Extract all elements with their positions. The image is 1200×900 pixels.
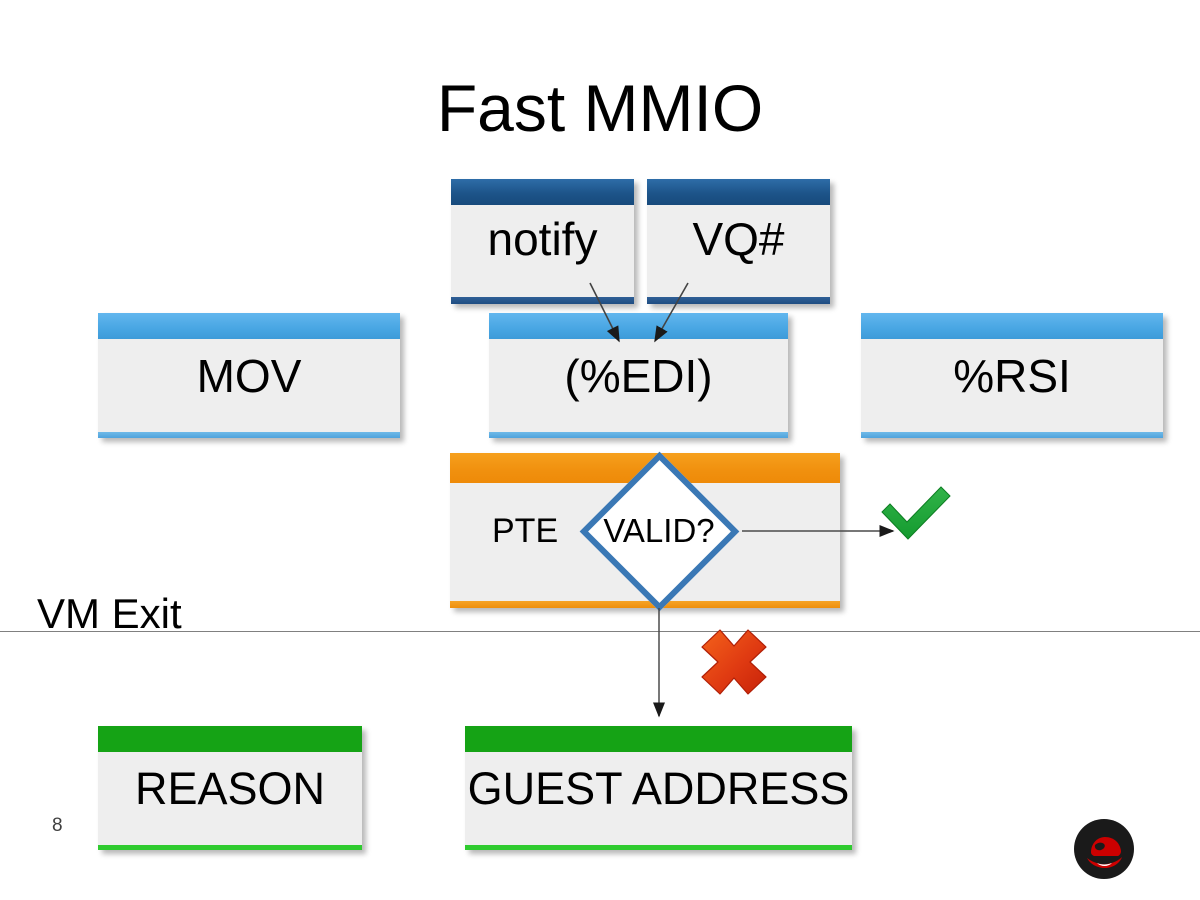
box-guest-address[interactable]: GUEST ADDRESS	[465, 726, 852, 850]
box-edi-label: (%EDI)	[564, 350, 713, 402]
box-mov-footer-bar	[98, 432, 400, 438]
box-guest-address-header	[465, 726, 852, 752]
box-reason-label: REASON	[134, 763, 326, 814]
box-notify-header	[451, 179, 634, 205]
box-pte-footer-bar	[450, 601, 840, 608]
box-rsi-header	[861, 313, 1163, 339]
red-cross-icon	[701, 629, 767, 695]
box-vq[interactable]: VQ#	[647, 179, 830, 304]
red-hat-logo	[1074, 819, 1134, 879]
box-edi-footer-bar	[489, 432, 788, 438]
box-reason-header	[98, 726, 362, 752]
box-mov-header	[98, 313, 400, 339]
decision-valid[interactable]: VALID?	[577, 451, 741, 611]
green-check-icon	[881, 486, 951, 540]
box-guest-address-footer-bar	[465, 845, 852, 850]
box-mov[interactable]: MOV	[98, 313, 400, 438]
box-rsi[interactable]: %RSI	[861, 313, 1163, 438]
box-edi[interactable]: (%EDI)	[489, 313, 788, 438]
box-edi-header	[489, 313, 788, 339]
box-notify-label: notify	[487, 213, 598, 265]
box-vq-header	[647, 179, 830, 205]
box-reason[interactable]: REASON	[98, 726, 362, 850]
box-reason-footer-bar	[98, 845, 362, 850]
box-notify[interactable]: notify	[451, 179, 634, 304]
box-vq-footer-bar	[647, 297, 830, 304]
box-pte-label: PTE	[492, 512, 559, 550]
page-number: 8	[52, 815, 63, 836]
decision-valid-label: VALID?	[603, 512, 715, 549]
box-rsi-footer-bar	[861, 432, 1163, 438]
box-vq-label: VQ#	[692, 213, 785, 265]
vm-exit-divider-line	[0, 631, 1200, 632]
page-title: Fast MMIO	[436, 71, 764, 145]
vm-exit-label: VM Exit	[37, 590, 182, 637]
box-notify-footer-bar	[451, 297, 634, 304]
box-rsi-label: %RSI	[953, 350, 1071, 402]
box-guest-address-label: GUEST ADDRESS	[467, 763, 850, 814]
box-mov-label: MOV	[196, 350, 302, 402]
